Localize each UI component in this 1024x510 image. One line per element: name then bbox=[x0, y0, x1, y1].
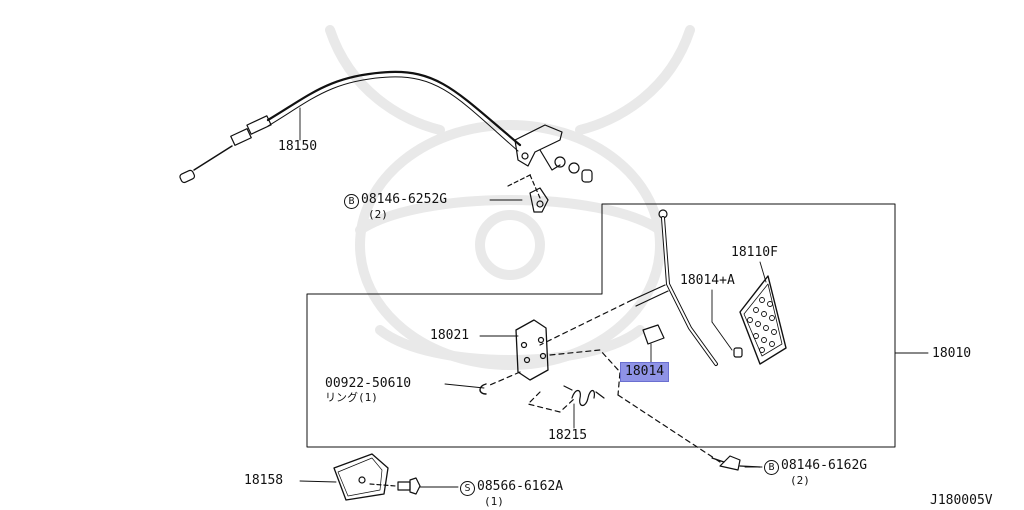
return-spring-drawing bbox=[527, 385, 605, 413]
callout-ring-note: リング(1) bbox=[325, 391, 378, 404]
callout-prefix-b: B bbox=[344, 194, 359, 209]
callout-ring-part: 00922-50610 bbox=[325, 376, 412, 391]
pivot-shaft bbox=[631, 284, 669, 307]
callout-18150: 18150 bbox=[278, 139, 318, 154]
callout-18014-highlighted[interactable]: 18014 bbox=[620, 362, 670, 382]
part-number: 08566-6162A bbox=[477, 479, 564, 494]
ring-clip-drawing bbox=[479, 383, 487, 395]
callout-prefix-b: B bbox=[764, 460, 779, 475]
quantity-6162a: (1) bbox=[484, 495, 504, 508]
callout-18215: 18215 bbox=[548, 428, 588, 443]
callout-18158: 18158 bbox=[244, 473, 284, 488]
bolt-6252g-drawing bbox=[507, 173, 549, 213]
pedal-arm bbox=[658, 209, 743, 366]
bushing-drawing bbox=[642, 324, 665, 345]
part-number: 08146-6252G bbox=[361, 192, 448, 207]
diagram-code: J180005V bbox=[930, 493, 993, 508]
pedal-assembly-frame bbox=[306, 203, 896, 448]
leader-lines bbox=[299, 107, 929, 488]
quantity-6162g: (2) bbox=[790, 474, 810, 487]
part-18158-drawing bbox=[333, 453, 421, 501]
callout-18021: 18021 bbox=[430, 328, 470, 343]
part-number: 08146-6162G bbox=[781, 458, 868, 473]
cable-bracket bbox=[514, 124, 593, 183]
callout-prefix-s: S bbox=[460, 481, 475, 496]
callout-18014a: 18014+A bbox=[680, 273, 735, 288]
quantity-6252g: (2) bbox=[368, 208, 388, 221]
callout-18010: 18010 bbox=[932, 346, 972, 361]
pedal-bracket bbox=[515, 319, 549, 381]
callout-18110f: 18110F bbox=[731, 245, 778, 260]
pedal-pad-drawing bbox=[739, 275, 787, 365]
accelerator-cable-18150 bbox=[179, 70, 522, 184]
bolt-6162g-drawing bbox=[711, 455, 761, 471]
